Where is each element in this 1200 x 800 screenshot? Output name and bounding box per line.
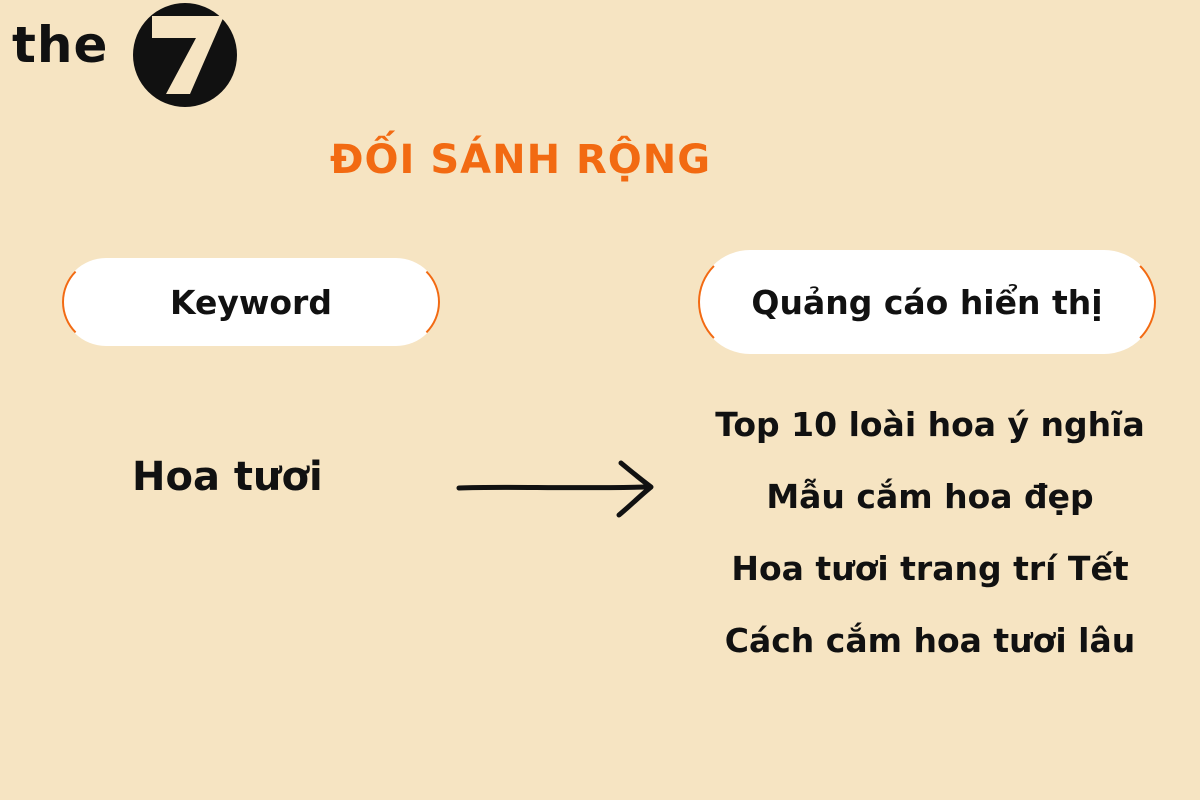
- result-item: Cách cắm hoa tươi lâu: [724, 620, 1136, 660]
- logo-seven-mark: [133, 3, 237, 107]
- result-item: Hoa tươi trang trí Tết: [731, 548, 1129, 588]
- keyword-header-label: Keyword: [170, 282, 332, 322]
- page-title: ĐỐI SÁNH RỘNG: [330, 137, 712, 183]
- result-item: Mẫu cắm hoa đẹp: [766, 476, 1094, 516]
- right-arrow-icon: [456, 460, 654, 518]
- brand-logo: the: [12, 2, 237, 107]
- result-item: Top 10 loài hoa ý nghĩa: [715, 404, 1145, 444]
- display-ads-header-pill: Quảng cáo hiển thị: [698, 250, 1156, 354]
- display-ad-results-list: Top 10 loài hoa ý nghĩa Mẫu cắm hoa đẹp …: [680, 388, 1180, 676]
- logo-text: the: [12, 16, 109, 74]
- keyword-value: Hoa tươi: [132, 454, 323, 500]
- display-ads-header-label: Quảng cáo hiển thị: [751, 282, 1103, 322]
- keyword-header-pill: Keyword: [62, 258, 440, 346]
